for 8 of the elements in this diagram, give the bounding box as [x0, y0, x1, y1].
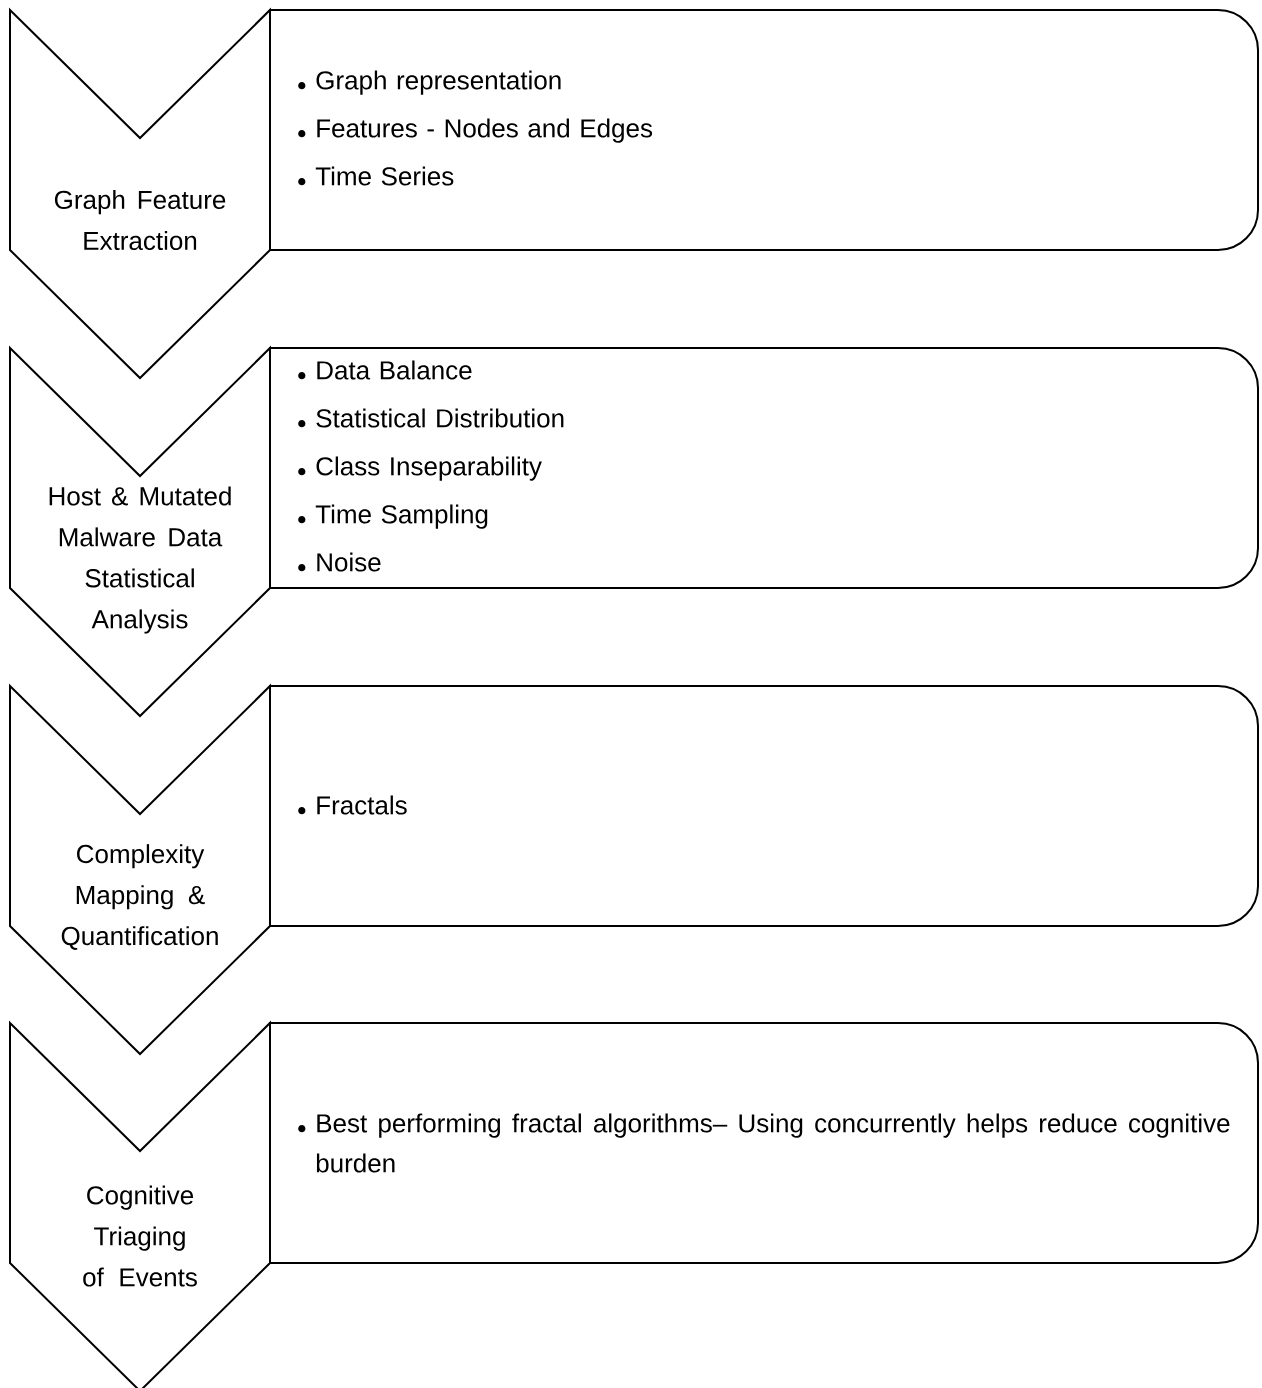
chevron-step: Graph Feature Extraction — [9, 7, 271, 380]
chevron-step: Complexity Mapping & Quantification — [9, 683, 271, 1056]
chevron-step: Cognitive Triaging of Events — [9, 1020, 271, 1388]
bullet-list-box: Fractals — [269, 685, 1259, 927]
chevron-step: Host & Mutated Malware Data Statistical Analysis — [9, 345, 271, 718]
bullet-list-box: Graph representation Features - Nodes and Edges Time Series — [269, 9, 1259, 251]
bullet-list-box: Best performing fractal algorithms– Using concurrently helps reduce cognitive burden — [269, 1022, 1259, 1264]
bullet-list-box: Data Balance Statistical Distribution Class Inseparability Time Sampling Noise — [269, 347, 1259, 589]
